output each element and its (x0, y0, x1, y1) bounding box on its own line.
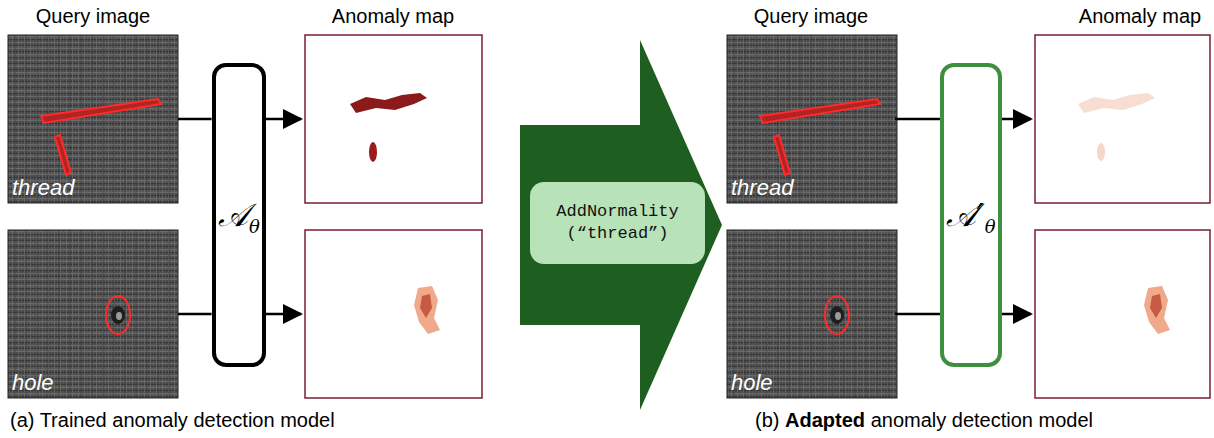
defect-name: thread (731, 175, 793, 201)
query-image: thread (727, 35, 895, 203)
caption: (a) Trained anomaly detection model (10, 408, 335, 432)
query-image: hole (8, 230, 178, 398)
adapt-arrow (520, 40, 722, 410)
input-line (178, 313, 212, 316)
column-header: Anomaly map (332, 4, 454, 28)
model-box: 𝒜′θ (940, 63, 1002, 367)
anomaly-map (305, 35, 482, 203)
caption: Adapted (785, 408, 865, 432)
model-subscript: θ (985, 217, 996, 237)
defect-name: hole (12, 370, 54, 396)
defect-name: thread (12, 175, 74, 201)
output-arrow (266, 119, 1031, 314)
column-header: Query image (36, 4, 151, 28)
query-image: hole (727, 230, 895, 398)
anomaly-map (1035, 230, 1210, 398)
operation-name: AddNormality (“thread”) (548, 201, 688, 245)
query-image (727, 230, 897, 398)
model-symbol: 𝒜′ (946, 197, 983, 233)
caption: (b) (755, 408, 779, 432)
model-symbol: 𝒜 (218, 197, 248, 233)
model-box: 𝒜θ (212, 63, 267, 367)
query-image (8, 35, 178, 203)
anomaly-map (305, 230, 482, 398)
operation-box: AddNormality (“thread”) (530, 182, 705, 264)
defect-name: hole (731, 370, 773, 396)
caption: anomaly detection model (871, 408, 1093, 432)
column-header: Query image (754, 4, 869, 28)
anomaly-map (1035, 35, 1210, 203)
input-line (895, 313, 940, 316)
query-image (8, 230, 178, 398)
column-header: Anomaly map (1079, 4, 1201, 28)
input-line (178, 118, 212, 121)
model-subscript: θ (249, 217, 260, 237)
input-line (895, 118, 940, 121)
query-image (727, 35, 897, 203)
caption: (b)Adaptedanomaly detection model (755, 408, 1093, 432)
query-image: thread (8, 35, 178, 203)
